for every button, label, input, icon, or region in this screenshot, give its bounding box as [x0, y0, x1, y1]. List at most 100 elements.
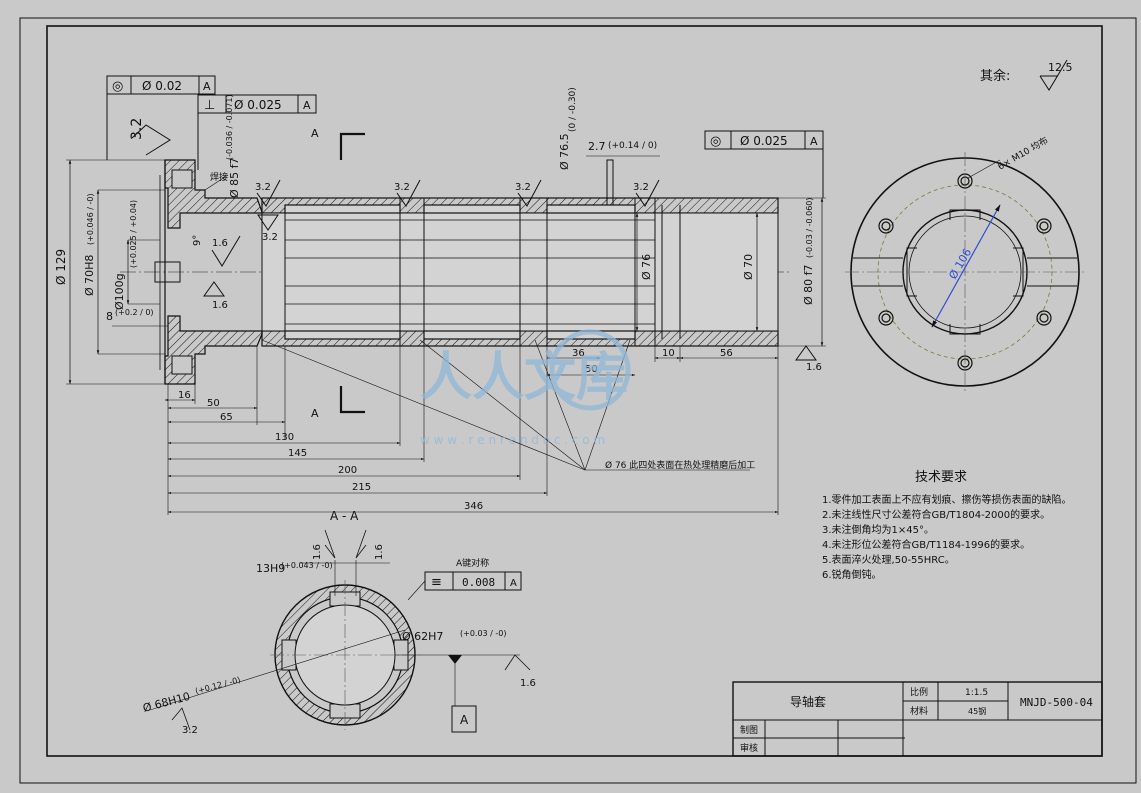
dim-2-7: 2.7: [588, 140, 606, 153]
dim-50b: 50: [585, 364, 598, 375]
scale-label: 比例: [910, 686, 928, 698]
dim-d62h7: Ø 62H7: [402, 630, 443, 643]
tech-req-item: 1.零件加工表面上不应有划痕、擦伤等损伤表面的缺陷。: [822, 493, 1072, 506]
tolerance-frame-perpendicularity: ⊥ Ø 0.025 A: [197, 94, 317, 114]
svg-text:1.6: 1.6: [312, 544, 323, 560]
svg-text:A: A: [810, 135, 818, 148]
svg-text:3.2: 3.2: [129, 118, 145, 140]
svg-text:1.6: 1.6: [374, 544, 385, 560]
roughness-note-value: 12.5: [1048, 61, 1073, 74]
datum-a-box: [451, 705, 477, 733]
watermark: 人人文库 w w w . r e n r e n d o c . c o m: [420, 329, 631, 447]
dim-56: 56: [720, 348, 733, 359]
section-mark-bottom: A: [311, 407, 319, 420]
tech-req-item: 2.未注线性尺寸公差符合GB/T1804-2000的要求。: [822, 508, 1050, 521]
dim-d85f7: Ø 85 f7: [228, 157, 241, 198]
perpendicular-icon: ⊥: [204, 98, 215, 113]
dim-130: 130: [275, 432, 294, 443]
dim-d70: Ø 70: [742, 254, 755, 280]
symmetry-note: A键对称: [456, 557, 489, 569]
dim-200: 200: [338, 465, 357, 476]
part-name: 导轴套: [790, 694, 826, 709]
tech-req-item: 4.未注形位公差符合GB/T1184-1996的要求。: [822, 538, 1030, 551]
svg-text:1.6: 1.6: [806, 362, 822, 373]
dim-d70h8: Ø 70H8: [83, 255, 96, 296]
note-leaders: [261, 339, 750, 471]
svg-text:3.2: 3.2: [394, 182, 410, 193]
material-label: 材料: [910, 705, 928, 717]
dim-36: 36: [572, 348, 585, 359]
title-block: [732, 681, 1103, 757]
dim-346: 346: [464, 501, 483, 512]
svg-text:A: A: [510, 578, 517, 589]
tech-req-item: 3.未注倒角均为1×45°。: [822, 523, 934, 536]
svg-text:3.2: 3.2: [515, 182, 531, 193]
svg-text:Ø 0.02: Ø 0.02: [142, 79, 182, 93]
checker-label: 审核: [740, 742, 758, 754]
watermark-logo: 人人文库: [420, 348, 628, 408]
dim-10: 10: [662, 348, 675, 359]
scale-value: 1:1.5: [965, 688, 988, 698]
svg-text:(0 / -0.30): (0 / -0.30): [568, 87, 578, 132]
svg-text:3.2: 3.2: [633, 182, 649, 193]
dim-65: 65: [220, 412, 233, 423]
svg-text:3.2: 3.2: [182, 725, 198, 736]
datum-a-label: A: [460, 713, 469, 727]
svg-text:Ø 0.025: Ø 0.025: [740, 134, 788, 148]
roughness-note: 其余: 12.5: [980, 59, 1073, 91]
tech-req-item: 6.锐角倒钝。: [822, 568, 882, 581]
dim-215: 215: [352, 482, 371, 493]
svg-text:A: A: [303, 99, 311, 112]
tolerance-frame-concentricity-top: ◎ Ø 0.02 A: [106, 75, 216, 95]
dim-13h9: 13H9: [256, 562, 285, 575]
outer-frame: [19, 17, 1137, 784]
weld-note: 焊接: [210, 171, 228, 183]
drafter-label: 制图: [740, 724, 758, 736]
technical-requirements: 技术要求 1.零件加工表面上不应有划痕、擦伤等损伤表面的缺陷。 2.未注线性尺寸…: [822, 470, 1072, 581]
svg-text:(-0.03 / -0.060): (-0.03 / -0.060): [805, 197, 814, 258]
svg-text:1.6: 1.6: [520, 678, 536, 689]
symmetry-icon: ≡: [431, 575, 442, 590]
holes-note: 6× M10 均布: [996, 134, 1051, 173]
svg-text:(+0.025 / +0.04): (+0.025 / +0.04): [129, 200, 138, 268]
dim-d129: Ø 129: [54, 249, 68, 285]
note-76: Ø 76 此四处表面在热处理精磨后加工: [605, 459, 755, 471]
roughness-note-label: 其余:: [980, 68, 1010, 84]
roughness-flange: 3.2: [129, 118, 171, 156]
dim-16: 16: [178, 390, 191, 401]
dim-50: 50: [207, 398, 220, 409]
dim-d76-5: Ø 76.5: [558, 133, 571, 170]
svg-text:(+0.046 / -0): (+0.046 / -0): [86, 193, 95, 245]
material-value: 45钢: [968, 706, 986, 716]
svg-text:1.6: 1.6: [212, 300, 228, 311]
tech-req-title: 技术要求: [915, 470, 967, 485]
svg-text:(-0.036 / -0.071): (-0.036 / -0.071): [225, 94, 234, 160]
svg-text:(+0.03 / -0): (+0.03 / -0): [460, 629, 507, 638]
dim-d76: Ø 76: [640, 254, 653, 280]
tolerance-frame-concentricity-right: ◎ Ø 0.025 A: [704, 130, 824, 198]
svg-text:3.2: 3.2: [255, 182, 271, 193]
svg-text:A: A: [203, 80, 211, 93]
svg-text:(+0.14 / 0): (+0.14 / 0): [608, 141, 657, 151]
dim-d80f7: Ø 80 f7: [802, 264, 815, 305]
drawing-number: MNJD-500-04: [1020, 696, 1093, 709]
concentricity-icon: ◎: [112, 79, 123, 94]
dim-d100g: Ø100g: [113, 273, 126, 310]
main-view: Ø 76 Ø 70: [120, 159, 790, 385]
tech-req-item: 5.表面淬火处理,50-55HRC。: [822, 553, 955, 566]
svg-text:(+0.043 / -0): (+0.043 / -0): [281, 561, 333, 570]
svg-text:(+0.12 / -0): (+0.12 / -0): [194, 675, 241, 696]
dim-145: 145: [288, 448, 307, 459]
svg-text:3.2: 3.2: [262, 232, 278, 243]
dim-d106: Ø 106: [946, 246, 974, 281]
svg-text:0.008: 0.008: [462, 576, 495, 589]
svg-text:Ø 0.025: Ø 0.025: [234, 98, 282, 112]
dim-eight: 8: [106, 310, 113, 323]
section-mark-top: A: [311, 127, 319, 140]
left-dimensions: Ø 129 Ø 70H8 (+0.046 / -0) Ø100g (+0.025…: [54, 159, 241, 385]
end-view: Ø 106 6× M10 均布: [845, 134, 1085, 392]
concentricity-icon-right: ◎: [710, 134, 721, 149]
section-view: [270, 560, 420, 730]
